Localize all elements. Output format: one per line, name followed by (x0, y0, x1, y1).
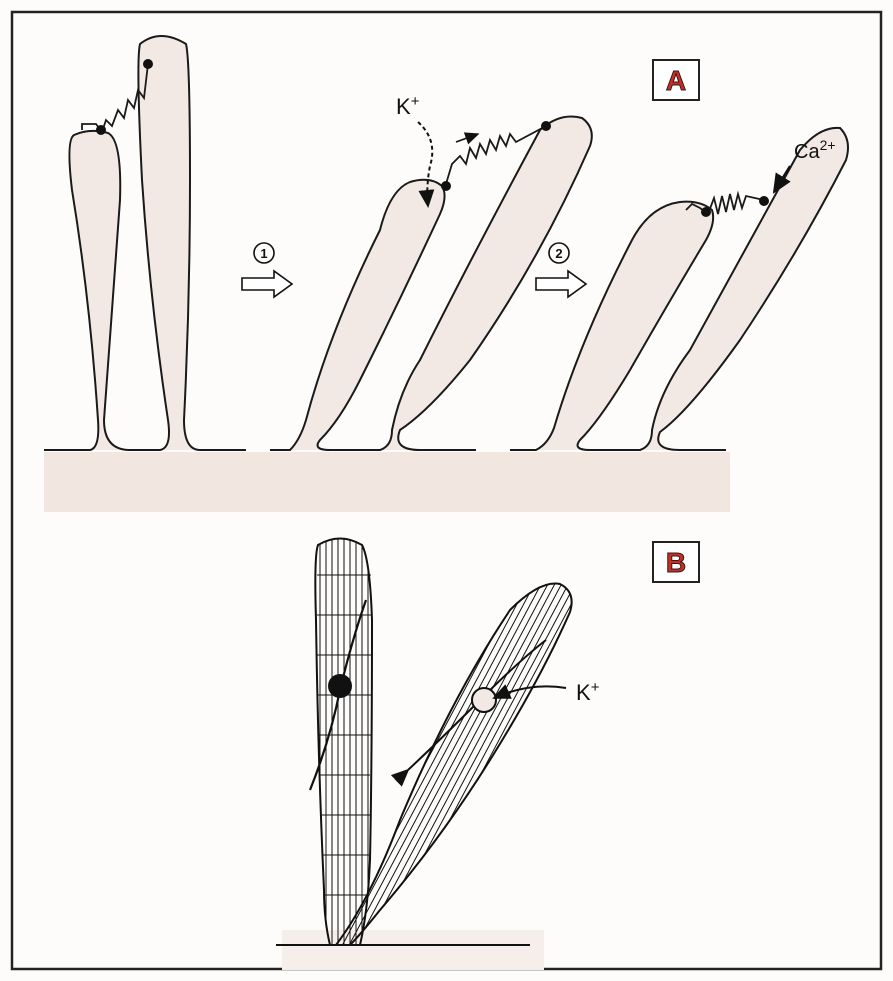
tissue-base (44, 452, 730, 512)
panel-a-label: A (653, 60, 699, 100)
panel-a: 1 K+ 2 Ca2+ (44, 36, 848, 512)
arrow-right-icon (536, 271, 586, 297)
tissue-base (282, 930, 544, 970)
stereocilia-pair-rest (44, 36, 246, 450)
transduction-channel-open (472, 688, 496, 712)
stage-rest (44, 36, 246, 450)
step-number: 1 (260, 246, 267, 261)
arrow-right-icon (242, 271, 292, 297)
stereocilium-upright (315, 539, 372, 946)
step-2-transition: 2 (536, 243, 586, 297)
tip-link-anchor (96, 125, 106, 135)
tip-link-anchor (759, 196, 769, 206)
ion-label-k: K+ (396, 93, 420, 119)
step-1-transition: 1 (242, 243, 292, 297)
panel-b: K+ B (276, 539, 699, 971)
step-number: 2 (555, 246, 562, 261)
tip-link-anchor (701, 207, 711, 217)
tip-link-anchor (143, 59, 153, 69)
tension-arrow (456, 134, 478, 142)
panel-b-label: B (653, 542, 699, 582)
panel-a-letter: A (666, 65, 686, 96)
panel-b-letter: B (666, 547, 686, 578)
tip-link-anchor (541, 121, 551, 131)
ion-label-k: K+ (576, 679, 600, 705)
tip-link-anchor (441, 181, 451, 191)
stage-deflected: K+ (270, 93, 592, 450)
transduction-channel-closed (328, 674, 352, 698)
